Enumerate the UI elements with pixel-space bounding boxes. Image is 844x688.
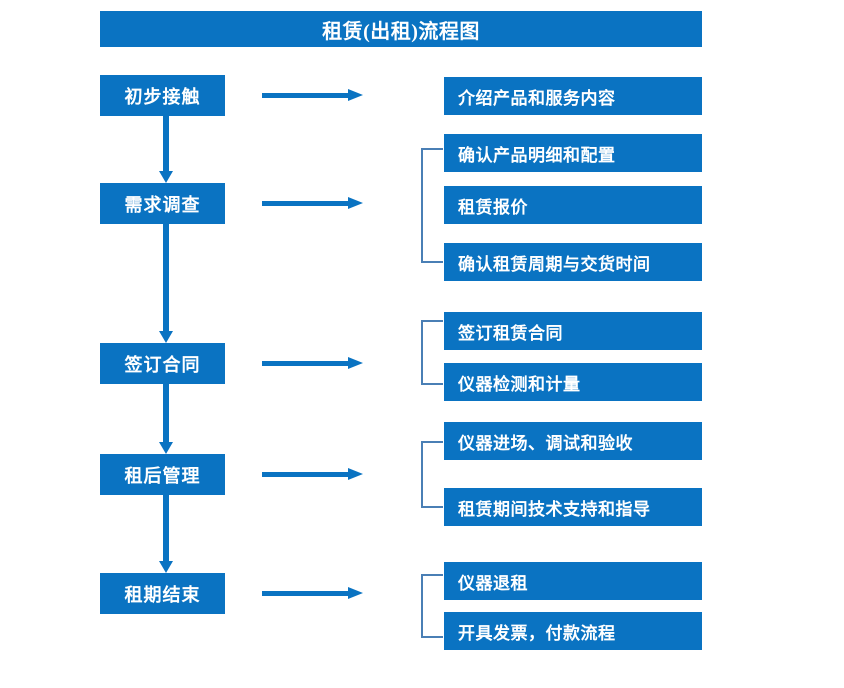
arrow-shaft [262, 472, 350, 477]
down-arrow-icon-1 [158, 116, 174, 183]
right-arrow-icon-1 [262, 87, 363, 103]
detail-box-2-3[interactable]: 确认租赁周期与交货时间 [444, 243, 702, 281]
arrow-shaft [163, 116, 169, 172]
arrow-shaft [262, 591, 350, 596]
stage-box-5[interactable]: 租期结束 [100, 573, 225, 614]
detail-box-5-1[interactable]: 仪器退租 [444, 562, 702, 600]
right-arrow-icon-2 [262, 195, 363, 211]
right-arrow-icon-5 [262, 585, 363, 601]
detail-box-3-2[interactable]: 仪器检测和计量 [444, 363, 702, 401]
arrow-head [348, 587, 363, 599]
arrow-head [348, 197, 363, 209]
arrow-head [348, 468, 363, 480]
detail-box-2-2[interactable]: 租赁报价 [444, 186, 702, 224]
bracket-stub-top [421, 441, 443, 443]
arrow-head [159, 561, 173, 573]
bracket-stub-top [421, 320, 443, 322]
bracket-spine [421, 148, 423, 263]
group-bracket-3 [421, 320, 443, 385]
bracket-spine [421, 320, 423, 385]
bracket-stub-bottom [421, 261, 443, 263]
detail-box-4-2[interactable]: 租赁期间技术支持和指导 [444, 488, 702, 526]
arrow-shaft [163, 495, 169, 562]
bracket-stub-top [421, 574, 443, 576]
group-bracket-4 [421, 441, 443, 508]
arrow-shaft [262, 361, 350, 366]
right-arrow-icon-4 [262, 466, 363, 482]
arrow-head [348, 89, 363, 101]
stage-box-2[interactable]: 需求调查 [100, 183, 225, 224]
bracket-spine [421, 441, 423, 508]
stage-box-4[interactable]: 租后管理 [100, 454, 225, 495]
detail-box-3-1[interactable]: 签订租赁合同 [444, 312, 702, 350]
detail-box-5-2[interactable]: 开具发票，付款流程 [444, 612, 702, 650]
bracket-stub-top [421, 148, 443, 150]
bracket-stub-bottom [421, 636, 443, 638]
bracket-spine [421, 574, 423, 638]
stage-box-1[interactable]: 初步接触 [100, 75, 225, 116]
right-arrow-icon-3 [262, 355, 363, 371]
bracket-stub-bottom [421, 506, 443, 508]
arrow-shaft [163, 384, 169, 443]
arrow-shaft [163, 224, 169, 332]
group-bracket-5 [421, 574, 443, 638]
arrow-head [159, 171, 173, 183]
detail-box-1-1[interactable]: 介绍产品和服务内容 [444, 77, 702, 115]
down-arrow-icon-4 [158, 495, 174, 573]
arrow-head [159, 442, 173, 454]
group-bracket-2 [421, 148, 443, 263]
stage-box-3[interactable]: 签订合同 [100, 343, 225, 384]
page-title: 租赁(出租)流程图 [100, 11, 702, 47]
detail-box-2-1[interactable]: 确认产品明细和配置 [444, 134, 702, 172]
arrow-shaft [262, 93, 350, 98]
detail-box-4-1[interactable]: 仪器进场、调试和验收 [444, 422, 702, 460]
arrow-head [159, 331, 173, 343]
down-arrow-icon-3 [158, 384, 174, 454]
down-arrow-icon-2 [158, 224, 174, 343]
bracket-stub-bottom [421, 383, 443, 385]
arrow-head [348, 357, 363, 369]
arrow-shaft [262, 201, 350, 206]
